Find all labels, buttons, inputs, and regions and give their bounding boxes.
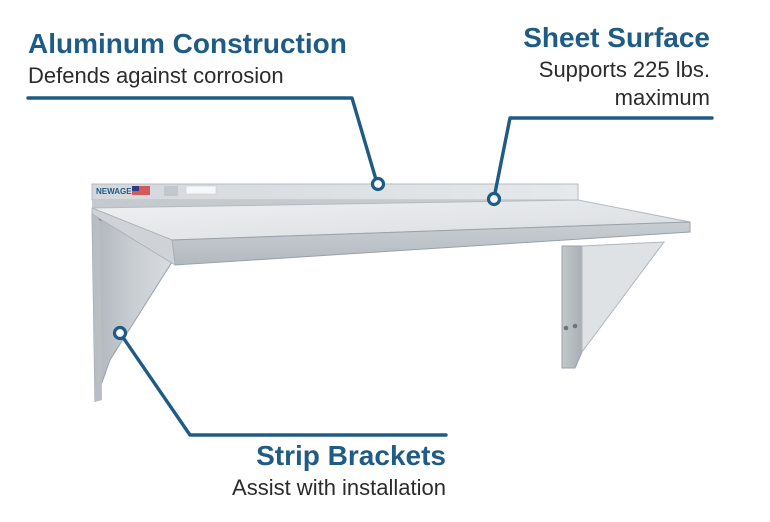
leader-line-sheet (492, 116, 714, 200)
callout-sheet-desc-line1: Supports 225 lbs. (538, 57, 710, 82)
dot-sheet (486, 191, 502, 207)
leader-line-brackets (118, 331, 448, 437)
leader-dots (112, 176, 502, 341)
left-bracket (91, 211, 173, 403)
callout-brackets: Strip Brackets Assist with installation (232, 440, 446, 502)
callout-aluminum-title: Aluminum Construction (28, 28, 347, 59)
callout-brackets-title: Strip Brackets (256, 440, 446, 471)
callout-brackets-desc: Assist with installation (232, 475, 446, 500)
dot-brackets (112, 325, 128, 341)
flag-icon (132, 186, 150, 195)
shelf-front-edge (91, 207, 691, 266)
leader-lines (26, 96, 714, 437)
dot-aluminum (370, 176, 386, 192)
callout-aluminum: Aluminum Construction Defends against co… (28, 28, 347, 90)
callout-sheet-title: Sheet Surface (523, 22, 710, 53)
right-bracket (561, 241, 666, 369)
callout-sheet-desc-line2: maximum (614, 85, 710, 110)
flag-canton (132, 186, 139, 191)
leader-line-aluminum (26, 96, 379, 185)
callout-sheet: Sheet Surface Supports 225 lbs. maximum (523, 22, 710, 112)
shelf-logo-text: NEWAGE (96, 187, 132, 196)
callout-aluminum-desc: Defends against corrosion (28, 63, 284, 88)
